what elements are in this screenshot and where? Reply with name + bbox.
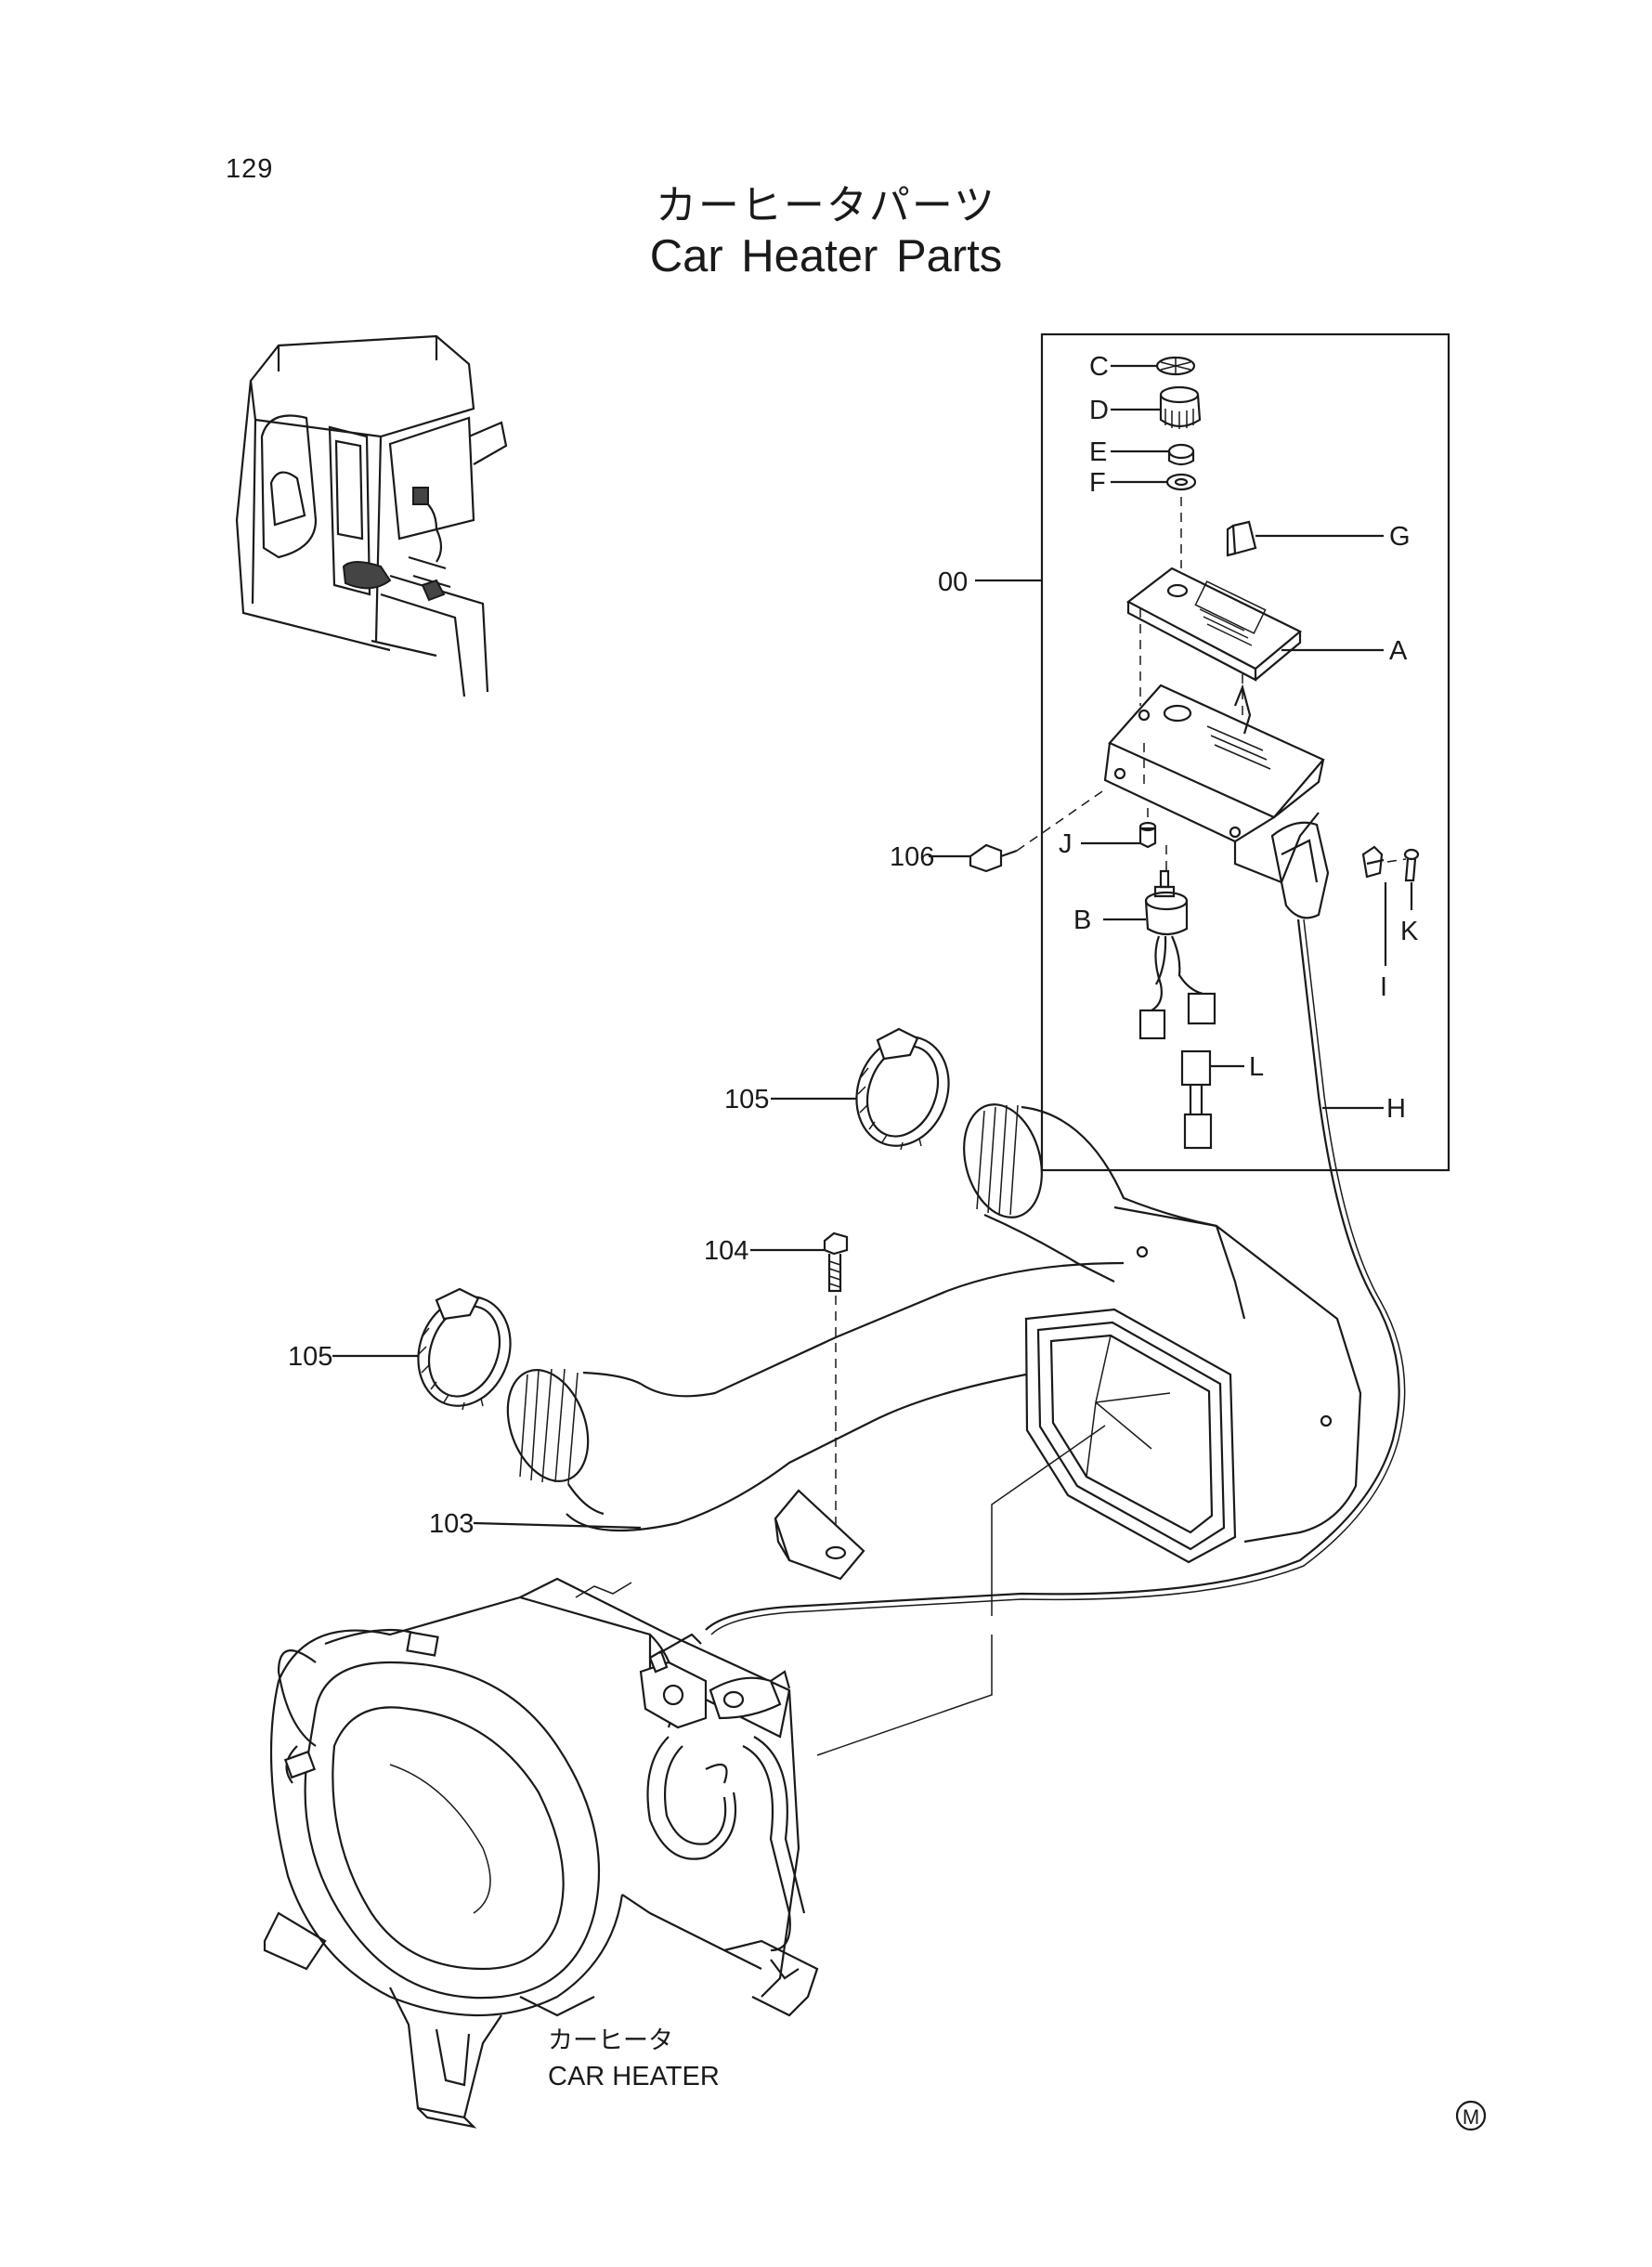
- label-f: F: [1089, 468, 1106, 498]
- panel-bracket: [1103, 684, 1330, 919]
- part-e-nut: E: [1089, 437, 1195, 467]
- part-104-bolt: 104: [704, 1231, 849, 1551]
- part-g-lever-knob: G: [1226, 520, 1411, 557]
- part-103-air-duct: 103: [429, 1103, 1362, 1581]
- car-heater-label: CAR HEATER: [548, 2062, 720, 2091]
- label-00: 00: [938, 567, 968, 597]
- m-mark: M: [1455, 2100, 1487, 2131]
- part-f-washer: F: [1089, 468, 1197, 498]
- label-h: H: [1386, 1094, 1406, 1124]
- page-title: Car Heater Parts: [649, 231, 1003, 281]
- label-b: B: [1073, 905, 1091, 935]
- label-105-upper: 105: [724, 1085, 769, 1114]
- part-c-knob-cap: C: [1089, 352, 1196, 382]
- label-k: K: [1400, 917, 1419, 946]
- part-i-clip: I: [1361, 845, 1387, 1002]
- car-heater-unit: [263, 1577, 819, 2129]
- label-j: J: [1059, 829, 1073, 859]
- label-104: 104: [704, 1236, 748, 1266]
- label-103: 103: [429, 1509, 474, 1539]
- assembly-guide-line: [816, 1425, 1106, 1756]
- part-106-screw: 106: [890, 788, 1106, 873]
- label-e: E: [1089, 437, 1107, 467]
- part-a-label-plate: A: [1125, 497, 1408, 743]
- label-106: 106: [890, 842, 934, 872]
- label-g: G: [1389, 522, 1411, 552]
- label-a: A: [1389, 636, 1408, 666]
- page-title-japanese: カーヒータパーツ: [655, 182, 997, 229]
- cab-location-sketch: [235, 334, 508, 697]
- part-b-switch: B: [1073, 845, 1216, 1040]
- part-d-knob: D: [1089, 385, 1202, 429]
- page-number: 129: [226, 154, 274, 184]
- part-l-connector: L: [1180, 1049, 1264, 1150]
- part-105-hose-clamp-lower: 105: [288, 1287, 512, 1411]
- part-105-hose-clamp-upper: 105: [724, 1027, 950, 1151]
- part-h-control-cable: H: [705, 919, 1406, 1635]
- m-mark-letter: M: [1463, 2105, 1479, 2129]
- label-c: C: [1089, 352, 1109, 382]
- part-j-screw: J: [1059, 808, 1157, 859]
- label-105-lower: 105: [288, 1342, 332, 1372]
- label-l: L: [1249, 1052, 1264, 1082]
- label-d: D: [1089, 396, 1109, 425]
- label-i: I: [1380, 972, 1387, 1002]
- car-heater-label-japanese: カーヒータ: [548, 2026, 673, 2054]
- part-k-screw: K: [1386, 848, 1420, 946]
- panel-assembly-box: 00: [938, 332, 1450, 1172]
